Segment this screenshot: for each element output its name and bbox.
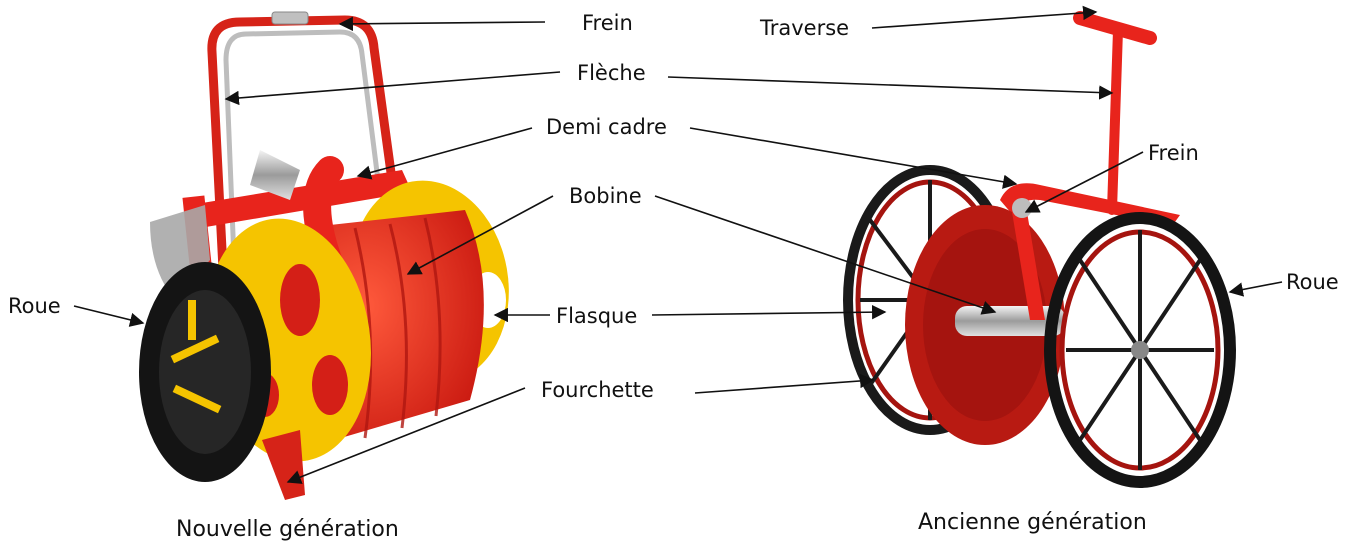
arrow-demicadre-right	[690, 128, 1016, 184]
arrow-fourchette-right	[695, 380, 873, 393]
arrow-roue-right	[1230, 282, 1282, 292]
fourchette-new	[262, 430, 305, 500]
arrow-roue-left	[74, 306, 143, 323]
label-demi-cadre: Demi cadre	[546, 117, 667, 138]
label-fleche: Flèche	[577, 63, 646, 84]
label-roue-left: Roue	[8, 296, 61, 317]
label-frein-left: Frein	[582, 13, 633, 34]
new-generation-reel	[139, 12, 525, 500]
old-generation-reel	[848, 18, 1230, 482]
label-roue-right: Roue	[1286, 272, 1339, 293]
arrow-fleche-right	[668, 77, 1112, 93]
arrow-fleche-left	[226, 72, 560, 99]
label-traverse: Traverse	[760, 18, 849, 39]
caption-ancienne-generation: Ancienne génération	[918, 512, 1147, 534]
fleche-pole	[1112, 30, 1118, 210]
label-fourchette: Fourchette	[541, 380, 654, 401]
arrow-traverse	[872, 12, 1096, 28]
label-bobine: Bobine	[569, 186, 642, 207]
arrow-frein-left	[340, 22, 545, 24]
caption-nouvelle-generation: Nouvelle génération	[176, 519, 399, 541]
label-frein-right: Frein	[1148, 143, 1199, 164]
label-flasque: Flasque	[556, 306, 637, 327]
frein-handle	[272, 12, 308, 24]
